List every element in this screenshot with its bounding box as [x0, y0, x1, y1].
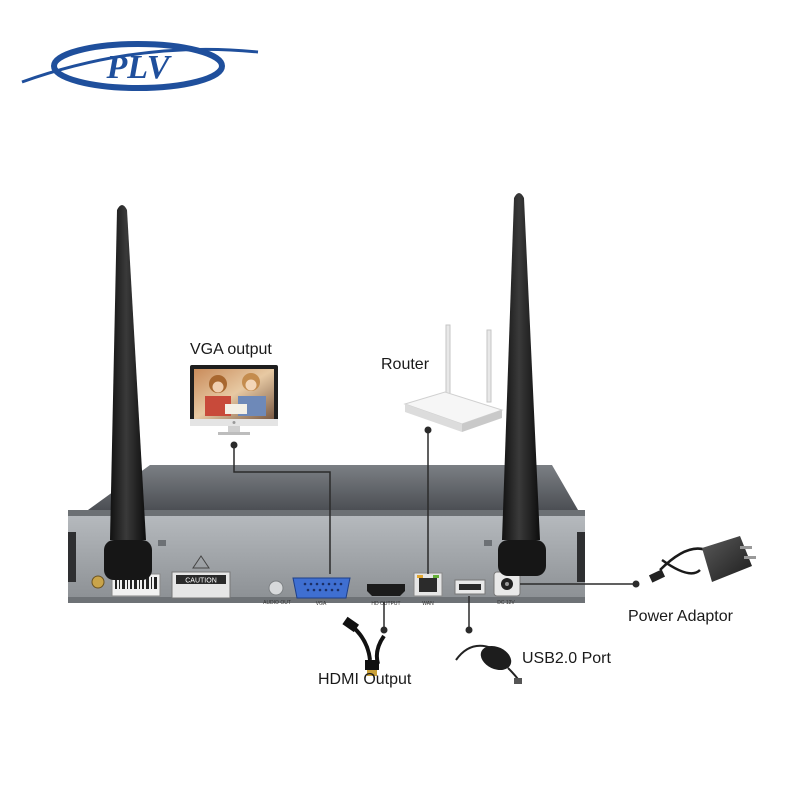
- hdmi-port: [367, 584, 405, 596]
- plug-pin-icon: [740, 546, 752, 549]
- caution-text: CAUTION: [185, 578, 217, 585]
- logo-ellipse-icon: [51, 41, 225, 91]
- nvr-top-surface: [88, 465, 578, 510]
- vga-port: [292, 577, 351, 599]
- hdmi-cable: [342, 616, 386, 676]
- right-antenna: [498, 193, 546, 576]
- nvr-device: CAUTION AUDIO OUT VGA HD OUTPUT WAN DC 1…: [68, 465, 585, 607]
- dc-port-text: DC 12V: [497, 600, 515, 606]
- router-label: Router: [381, 356, 430, 373]
- power-line-dot: [632, 580, 640, 588]
- logo-swoosh-icon: [21, 47, 259, 84]
- power-adaptor-label: Power Adaptor: [628, 608, 733, 625]
- left-antenna: [104, 205, 152, 580]
- vga-line-dot: [230, 441, 238, 449]
- router-line-dot: [424, 426, 432, 434]
- mouse-icon: [480, 645, 512, 671]
- left-antenna-base: [104, 540, 152, 580]
- vga-connector-line: [233, 445, 331, 574]
- connector-lines: [233, 430, 636, 630]
- adaptor-body: [702, 536, 752, 582]
- right-antenna-base: [498, 540, 546, 576]
- usb-port-label: USB2.0 Port: [522, 650, 611, 667]
- barcode-icon: [115, 577, 157, 589]
- router-device: [403, 324, 504, 432]
- power-adaptor: [648, 536, 756, 583]
- hdmi-output-label: HDMI Output: [318, 671, 412, 688]
- wan-port-text: WAN: [422, 601, 434, 607]
- hdmi-port-text: HD OUTPUT: [371, 601, 400, 607]
- usb-mouse: [455, 644, 522, 684]
- vga-monitor: [190, 365, 278, 435]
- ground-screw-icon: [91, 575, 105, 589]
- plv-logo: PLV: [21, 41, 259, 91]
- warning-triangle-icon: [192, 555, 210, 569]
- audio-out-text: AUDIO OUT: [263, 600, 291, 606]
- logo-text: PLV: [106, 49, 172, 86]
- hdmi-line-dot: [380, 626, 388, 634]
- vga-port-text: VGA: [316, 601, 327, 607]
- usb-line-dot: [465, 626, 473, 634]
- vga-output-label: VGA output: [190, 341, 272, 358]
- router-antenna-icon: [445, 324, 451, 396]
- audio-out-jack: [268, 580, 284, 596]
- monitor-stand: [218, 432, 250, 435]
